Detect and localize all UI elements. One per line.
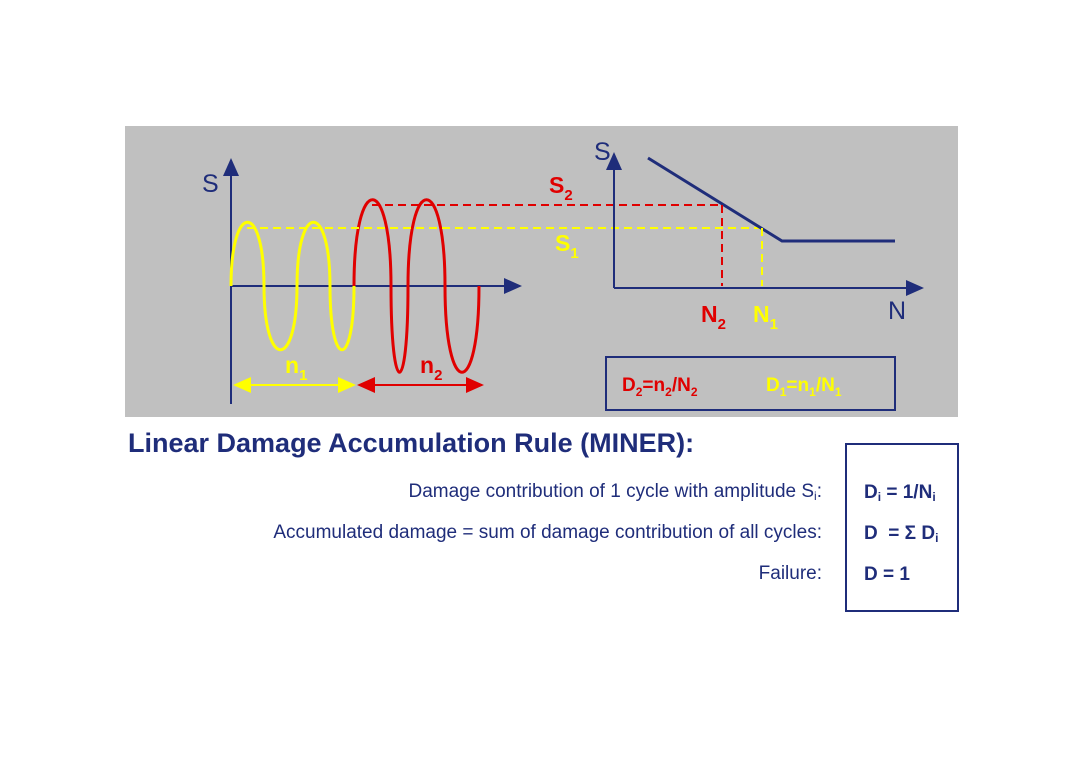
damage-box: [605, 356, 896, 411]
sn-x-axis-label: N: [888, 297, 906, 325]
rule-row-failure-label: Failure:: [758, 563, 822, 584]
s2-label: S2: [549, 172, 573, 204]
left-y-axis-label: S: [202, 170, 219, 198]
n1-cycles-label: N1: [753, 301, 778, 333]
d1-formula: D1=n1/N1: [766, 375, 842, 399]
s1-cycles-wave: [229, 221, 356, 352]
n2-cycles-label: N2: [701, 301, 726, 333]
fatigue-diagram: S S2 S1 n1 n2 S N N2 N1 D2=n2/N2 D1=: [202, 138, 924, 411]
formula-box: Di = 1/Ni D = Σ Di D = 1: [845, 443, 959, 612]
rule-row-accumulated-damage-label: Accumulated damage = sum of damage contr…: [273, 522, 822, 543]
sn-y-axis-label: S: [594, 138, 611, 166]
d2-formula: D2=n2/N2: [622, 375, 698, 399]
formula-failure: D = 1: [864, 564, 910, 585]
n1-label: n1: [285, 352, 307, 384]
rule-title: Linear Damage Accumulation Rule (MINER):: [128, 428, 695, 458]
sn-curve: [647, 156, 895, 243]
formula-damage-contribution: Di = 1/Ni: [864, 482, 936, 504]
s1-label: S1: [555, 230, 579, 262]
s2-cycles-wave: [352, 198, 481, 374]
n2-label: n2: [420, 352, 442, 384]
diagram-panel: S S2 S1 n1 n2 S N N2 N1 D2=n2/N2 D1=: [125, 126, 958, 417]
formula-accumulated-damage: D = Σ Di: [864, 523, 939, 545]
rule-row-damage-contribution-label: Damage contribution of 1 cycle with ampl…: [408, 481, 823, 503]
